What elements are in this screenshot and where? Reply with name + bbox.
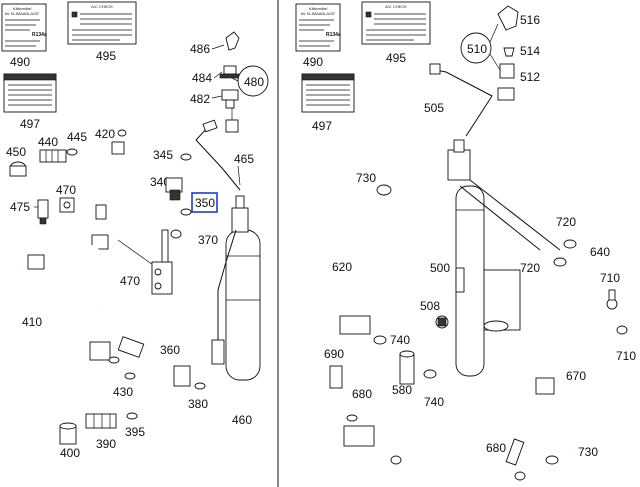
callout-720-lower: 720 bbox=[520, 261, 540, 275]
callout-370: 370 bbox=[198, 233, 218, 247]
callout-730: 730 bbox=[356, 171, 376, 185]
service-plate-title: A/C CHECK bbox=[91, 4, 113, 9]
callout-680: 680 bbox=[352, 387, 372, 401]
callout-460: 460 bbox=[232, 413, 252, 427]
valve-cap-450[interactable] bbox=[9, 161, 27, 177]
refrigerant-hose-670[interactable] bbox=[497, 352, 574, 452]
receiver-drier-460[interactable] bbox=[225, 195, 261, 381]
plate-refrigerant-right: R134a bbox=[326, 32, 341, 38]
callout-514: 514 bbox=[520, 44, 540, 58]
plate-title: Kältemittel bbox=[13, 6, 32, 11]
refrigerant-pipe-640[interactable] bbox=[555, 239, 621, 411]
service-plate-495[interactable]: A/C CHECK bbox=[67, 1, 137, 45]
pressure-line-465[interactable] bbox=[195, 124, 241, 191]
callout-690: 690 bbox=[324, 347, 344, 361]
callout-350: 350 bbox=[195, 196, 215, 210]
warning-decal-497-right[interactable] bbox=[301, 73, 355, 113]
bolt-508[interactable] bbox=[435, 315, 449, 329]
pressure-line-505[interactable] bbox=[435, 69, 493, 137]
clip-470[interactable] bbox=[59, 197, 75, 213]
service-valve-580[interactable] bbox=[399, 350, 415, 385]
callout-475: 475 bbox=[10, 200, 30, 214]
callout-490-right: 490 bbox=[303, 55, 323, 69]
callout-710: 710 bbox=[600, 271, 620, 285]
o-ring-345[interactable] bbox=[180, 153, 192, 161]
o-ring-445[interactable] bbox=[66, 148, 78, 156]
valve-690[interactable] bbox=[329, 365, 343, 389]
callout-482: 482 bbox=[190, 92, 210, 106]
bracket-470[interactable] bbox=[151, 229, 173, 295]
plate-subtitle: für KLIMAANLAGE bbox=[5, 11, 39, 16]
expansion-valve-340[interactable] bbox=[165, 177, 183, 201]
callout-430: 430 bbox=[113, 385, 133, 399]
callout-445: 445 bbox=[67, 130, 87, 144]
receiver-drier-500[interactable] bbox=[447, 139, 521, 377]
pressure-switch-group[interactable] bbox=[219, 31, 241, 133]
valve-cap-400[interactable] bbox=[59, 422, 77, 445]
callout-580: 580 bbox=[392, 383, 412, 397]
pressure-sensor[interactable] bbox=[211, 339, 225, 365]
callout-470-lower: 470 bbox=[120, 274, 140, 288]
callout-486: 486 bbox=[190, 42, 210, 56]
callout-395: 395 bbox=[125, 425, 145, 439]
callout-497: 497 bbox=[20, 117, 40, 131]
callout-440: 440 bbox=[38, 135, 58, 149]
service-plate-495-right[interactable]: A/C CHECK bbox=[361, 1, 431, 45]
callout-450: 450 bbox=[6, 145, 26, 159]
callout-710-lower: 710 bbox=[616, 349, 636, 363]
plate-title-right: Kältemittel bbox=[309, 6, 328, 11]
callout-420: 420 bbox=[95, 127, 115, 141]
refrigerant-hose-410[interactable] bbox=[14, 237, 111, 361]
pressure-switch-group-right[interactable] bbox=[497, 5, 519, 101]
callout-730-lower: 730 bbox=[578, 445, 598, 459]
plate-refrigerant: R134a bbox=[32, 32, 47, 38]
service-valve-390[interactable] bbox=[85, 413, 117, 429]
callout-484: 484 bbox=[192, 71, 212, 85]
callout-740: 740 bbox=[390, 333, 410, 347]
callout-640: 640 bbox=[590, 245, 610, 259]
callout-505: 505 bbox=[424, 101, 444, 115]
callout-410: 410 bbox=[22, 315, 42, 329]
refrigerant-label-plate-490[interactable]: Kältemittel für KLIMAANLAGE R134a bbox=[1, 3, 47, 52]
service-valve-440[interactable] bbox=[39, 149, 67, 163]
callout-670: 670 bbox=[566, 369, 586, 383]
callout-497-right: 497 bbox=[312, 119, 332, 133]
callout-495-right: 495 bbox=[386, 51, 406, 65]
callout-680-lower: 680 bbox=[486, 441, 506, 455]
warning-decal-497[interactable] bbox=[3, 73, 57, 113]
service-plate-title-right: A/C CHECK bbox=[385, 4, 407, 9]
bolt-475[interactable] bbox=[37, 199, 49, 225]
callout-340: 340 bbox=[150, 175, 170, 189]
bolt-710[interactable] bbox=[606, 289, 618, 310]
callout-495: 495 bbox=[96, 49, 116, 63]
callout-390: 390 bbox=[96, 437, 116, 451]
refrigerant-hose-large[interactable] bbox=[303, 315, 375, 447]
callout-516: 516 bbox=[520, 13, 540, 27]
callout-400: 400 bbox=[60, 446, 80, 460]
callout-510: 510 bbox=[467, 42, 487, 56]
callout-500: 500 bbox=[430, 261, 450, 275]
callout-345: 345 bbox=[153, 148, 173, 162]
callout-360: 360 bbox=[160, 343, 180, 357]
refrigerant-pipe-620[interactable] bbox=[354, 184, 392, 321]
valve-680[interactable] bbox=[505, 438, 525, 466]
callout-470: 470 bbox=[56, 183, 76, 197]
highlight-box-350[interactable] bbox=[191, 192, 218, 213]
callout-490: 490 bbox=[10, 55, 30, 69]
refrigerant-label-plate-490-right[interactable]: Kältemittel für KLIMAANLAGE R134a bbox=[295, 3, 341, 52]
plate-subtitle-right: für KLIMAANLAGE bbox=[301, 11, 335, 16]
callout-512: 512 bbox=[520, 70, 540, 84]
callout-465: 465 bbox=[234, 152, 254, 166]
refrigerant-pipe-420[interactable] bbox=[91, 141, 125, 251]
callout-380: 380 bbox=[188, 397, 208, 411]
callout-620: 620 bbox=[332, 260, 352, 274]
callout-508: 508 bbox=[420, 299, 440, 313]
callout-720: 720 bbox=[556, 215, 576, 229]
refrigerant-hose-360[interactable] bbox=[97, 294, 191, 387]
callout-480: 480 bbox=[244, 75, 264, 89]
callout-circle-510 bbox=[460, 32, 492, 64]
callout-740-lower: 740 bbox=[424, 395, 444, 409]
